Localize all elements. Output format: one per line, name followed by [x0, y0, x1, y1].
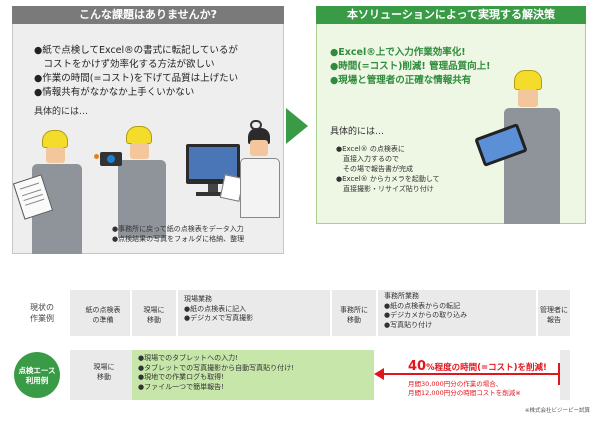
worker-clipboard-illustration: [12, 120, 102, 254]
helmet-icon-3: [514, 70, 542, 90]
right-panel-title: 本ソリューションによって実現する解決策: [316, 6, 586, 24]
step-office-work: 事務所業務 ●紙の点検表からの転記 ●デジカメからの取り込み ●写真貼り付け: [384, 292, 468, 329]
white-shirt: [240, 158, 280, 218]
right-note-1: ●Excel® の点検表に: [336, 145, 405, 153]
worker-camera-illustration: [94, 118, 176, 238]
reduction-arrow-line: [378, 373, 558, 375]
ace-step-items: ●現場でのタブレットへの入力! ●タブレットでの写真撮影から自動写真貼り付け! …: [138, 354, 294, 391]
right-notes: ●Excel® の点検表に 直接入力するので その場で報告書が完成 ●Excel…: [336, 144, 476, 194]
right-bullet-3: ●現場と管理者の正確な情報共有: [330, 75, 472, 86]
frustration-icon: [250, 120, 262, 130]
step-paper-prep: 紙の点検表 の準備: [85, 306, 121, 324]
keyboard-icon: [196, 192, 230, 196]
right-note-2: 直接入力するので: [336, 155, 399, 163]
right-gutaiteki: 具体的には…: [330, 127, 385, 137]
row2-label-circle: 点検エース 利用例: [14, 352, 60, 398]
left-notes: ●事務所に戻って紙の点検表をデータ入力 ●点検結果の写真をフォルダに格納、整理: [112, 224, 282, 244]
right-note-4: ●Excel® からカメラを起動して: [336, 175, 440, 183]
reduction-detail: 月間30,000円分の作業の場合、 月間12,000円分の時間コストを削減※: [408, 380, 521, 397]
reduction-headline: 40%程度の時間(=コスト)を削減!: [408, 359, 547, 374]
step-site-work: 現場業務 ●紙の点検表に記入 ●デジカメで写真撮影: [184, 295, 254, 322]
current-workflow-row: [70, 290, 570, 336]
left-panel-title: こんな課題はありませんか?: [12, 6, 284, 24]
office-worker-illustration: [178, 118, 284, 238]
footnote: ※株式会社ビジーピー試算: [524, 408, 590, 414]
ace-step-move: 現場に 移動: [93, 363, 115, 381]
left-note-2: ●点検結果の写真をフォルダに格納、整理: [112, 235, 245, 243]
right-bullet-list: ●Excel®上で入力作業効率化! ●時間(=コスト)削減! 管理品質向上! ●…: [330, 46, 580, 88]
left-bullet-1b: コストをかけず効率化する方法が欲しい: [34, 59, 215, 70]
left-note-1: ●事務所に戻って紙の点検表をデータ入力: [112, 225, 244, 233]
left-bullet-1a: ●紙で点検してExcel®の書式に転記しているが: [34, 45, 238, 56]
right-bullet-1: ●Excel®上で入力作業効率化!: [330, 47, 466, 58]
left-gutaiteki: 具体的には…: [34, 107, 89, 117]
left-bullet-3: ●情報共有がなかなか上手くいかない: [34, 87, 195, 98]
ace-move-cell: [70, 350, 132, 400]
left-bullet-list: ●紙で点検してExcel®の書式に転記しているが コストをかけず効率化する方法が…: [34, 44, 284, 100]
arrow-right-icon: [286, 108, 308, 144]
step-move-site: 現場に 移動: [143, 306, 165, 324]
left-bullet-2: ●作業の時間(=コスト)を下げて品質は上げたい: [34, 73, 239, 84]
right-note-5: 直接撮影・リサイズ貼り付け: [336, 185, 434, 193]
row1-label: 現状の 作業例: [30, 303, 54, 323]
camera-icon: [94, 152, 122, 166]
right-note-3: その場で報告書が完成: [336, 165, 413, 173]
step-move-office: 事務所に 移動: [340, 306, 368, 324]
monitor-icon: [186, 144, 240, 184]
worker-tablet-illustration: [470, 66, 586, 224]
helmet-icon: [42, 130, 68, 148]
helmet-icon-2: [126, 126, 152, 144]
arrow-left-icon: [374, 368, 384, 380]
right-bullet-2: ●時間(=コスト)削減! 管理品質向上!: [330, 61, 491, 72]
ace-workflow-row: [132, 350, 374, 400]
step-report: 管理者に 報告: [540, 306, 568, 324]
